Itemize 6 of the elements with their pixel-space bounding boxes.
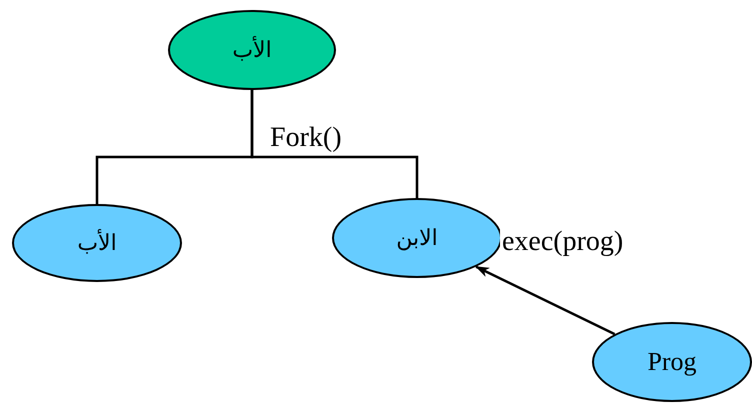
ellipse-node: الأب <box>168 10 336 90</box>
connector <box>250 90 418 198</box>
ellipse-node: الأب <box>12 204 182 282</box>
ellipse-node: Prog <box>592 322 752 402</box>
connector <box>475 266 616 336</box>
ellipse-node: الابن <box>332 198 502 278</box>
